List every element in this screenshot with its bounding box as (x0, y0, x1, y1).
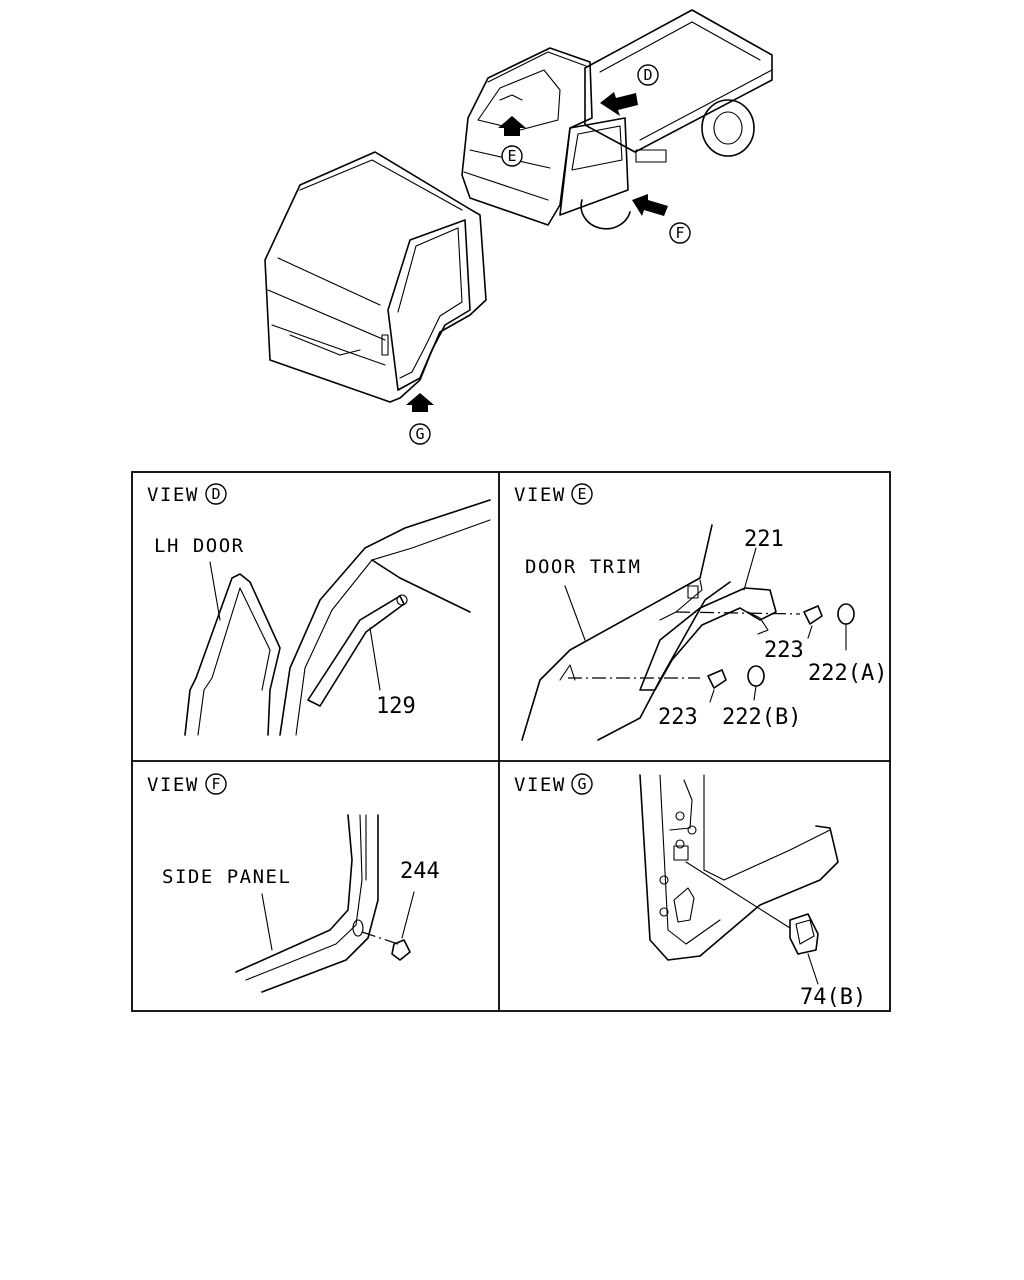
part-129: 129 (376, 694, 416, 719)
callout-g: G (409, 423, 431, 445)
door-trim-label: DOOR TRIM (525, 556, 641, 578)
view-g: VIEW G 74(B) (514, 773, 866, 1010)
part-223-upper: 223 (764, 638, 804, 663)
svg-text:G: G (415, 425, 424, 443)
part-222b: 222(B) (722, 705, 801, 730)
view-g-letter: G (577, 775, 586, 793)
svg-text:F: F (675, 224, 684, 242)
callout-e: E (501, 145, 523, 167)
arrow-g (406, 393, 434, 412)
callout-f: F (669, 222, 691, 244)
svg-text:D: D (643, 66, 652, 84)
cab-overview (264, 151, 487, 412)
callout-d: D (637, 64, 659, 86)
part-223-lower: 223 (658, 705, 698, 730)
view-g-title: VIEW (514, 774, 566, 796)
view-frame (131, 471, 891, 1012)
view-e-letter: E (577, 485, 586, 503)
arrow-e (498, 116, 526, 136)
view-d-letter: D (211, 485, 220, 503)
arrow-f (632, 194, 668, 216)
view-f: VIEW F SIDE PANEL 244 (147, 773, 440, 993)
svg-text:E: E (507, 147, 516, 165)
view-d-title: VIEW (147, 484, 199, 506)
part-74b: 74(B) (800, 985, 866, 1010)
view-d: VIEW D LH DOOR 129 (147, 483, 491, 736)
arrow-d (600, 92, 638, 116)
part-221: 221 (744, 527, 784, 552)
side-panel-label: SIDE PANEL (162, 866, 291, 888)
lh-door-label: LH DOOR (154, 535, 245, 557)
view-f-letter: F (211, 775, 220, 793)
part-222a: 222(A) (808, 661, 887, 686)
truck-overview (461, 9, 773, 230)
view-f-title: VIEW (147, 774, 199, 796)
part-244: 244 (400, 859, 440, 884)
view-e: VIEW E DOOR TRIM 221 223 222(A) 223 2 (514, 483, 887, 741)
view-e-title: VIEW (514, 484, 566, 506)
